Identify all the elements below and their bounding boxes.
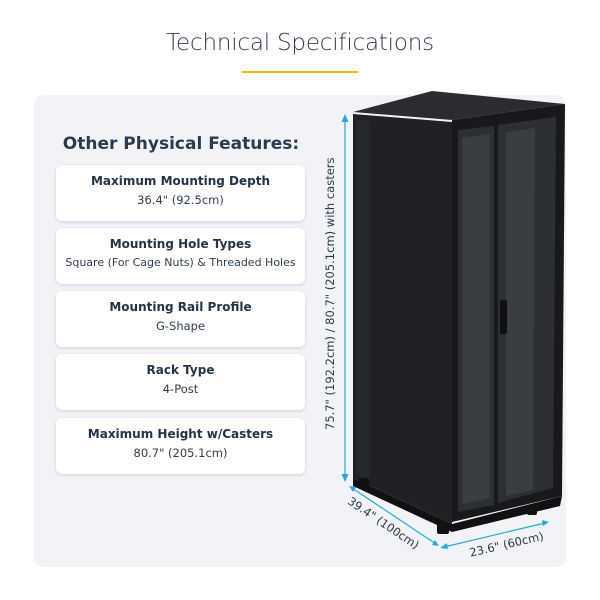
- feature-title: Maximum Height w/Casters: [87, 427, 274, 441]
- section-heading: Other Physical Features:: [62, 134, 300, 154]
- feature-value: Square (For Cage Nuts) & Threaded Holes: [65, 256, 296, 269]
- feature-card: Mounting Rail Profile G-Shape: [56, 291, 305, 347]
- depth-dimension-line: [349, 486, 439, 546]
- feature-card: Rack Type 4-Post: [56, 354, 305, 410]
- height-dimension-line: [341, 114, 349, 482]
- feature-value: G-Shape: [155, 319, 206, 333]
- feature-value: 36.4" (92.5cm): [137, 193, 224, 207]
- feature-title: Mounting Rail Profile: [109, 300, 252, 314]
- feature-card: Maximum Mounting Depth 36.4" (92.5cm): [56, 165, 305, 221]
- feature-title: Mounting Hole Types: [109, 237, 252, 251]
- page-title: Technical Specifications: [166, 30, 434, 56]
- rack-body: [353, 91, 565, 534]
- feature-title: Rack Type: [146, 363, 215, 377]
- title-underline: [242, 71, 358, 73]
- feature-card: Mounting Hole Types Square (For Cage Nut…: [56, 228, 305, 284]
- feature-title: Maximum Mounting Depth: [90, 174, 271, 188]
- feature-value: 4-Post: [162, 382, 199, 396]
- width-dimension-line: [440, 520, 549, 549]
- feature-card: Maximum Height w/Casters 80.7" (205.1cm): [56, 418, 305, 474]
- feature-value: 80.7" (205.1cm): [133, 446, 228, 460]
- height-dimension-label: 75.7" (192.2cm) / 80.7" (205.1cm) with c…: [323, 157, 337, 430]
- server-rack-image: [341, 91, 565, 549]
